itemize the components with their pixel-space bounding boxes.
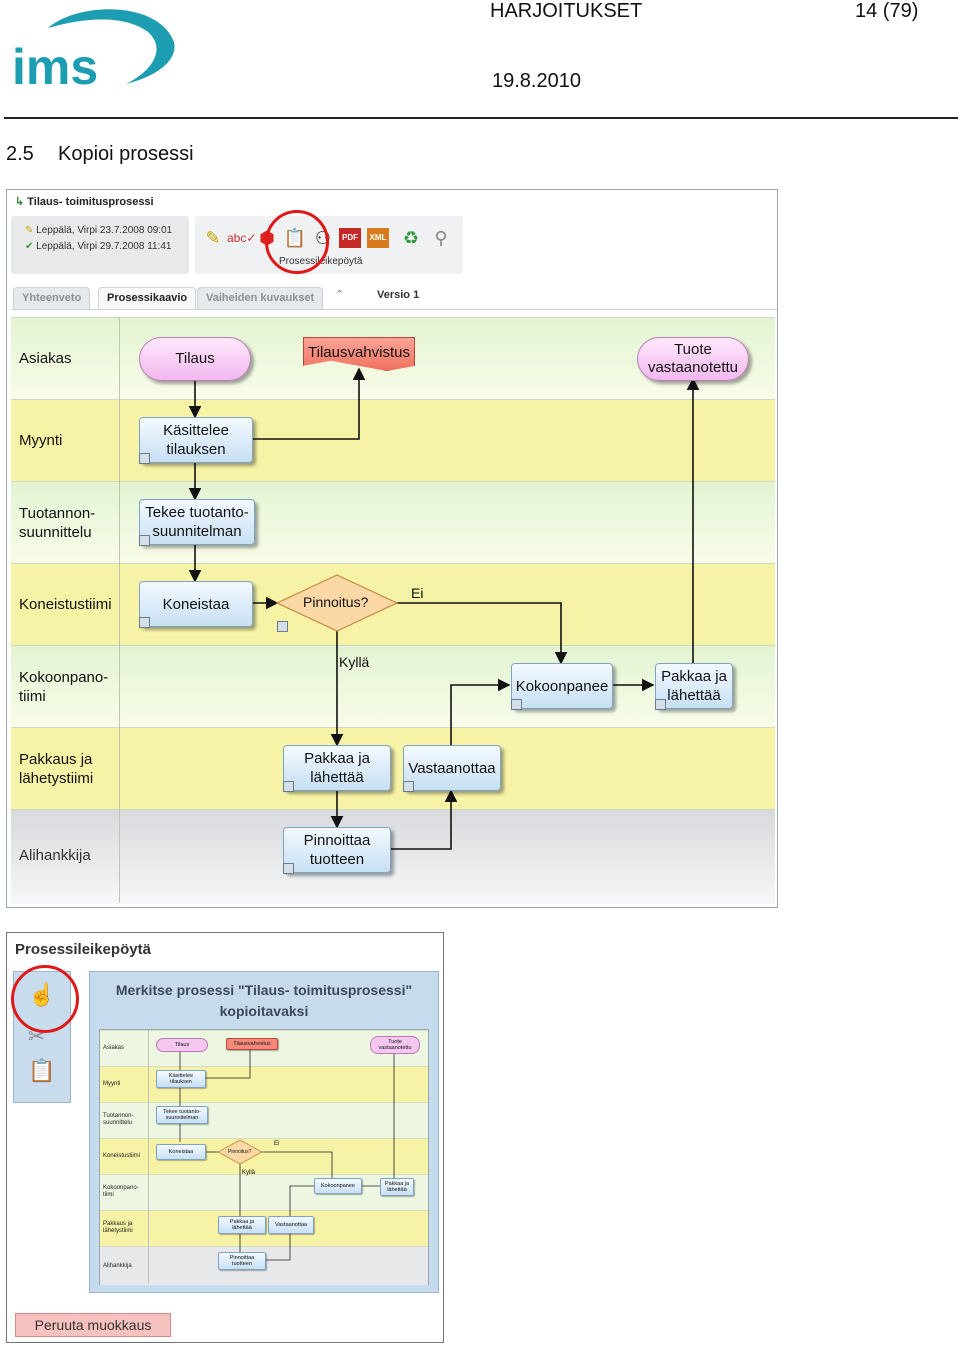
label-kylla: Kyllä	[339, 654, 370, 670]
version-info-box: ✎ Leppälä, Virpi 23.7.2008 09:01 ✔ Leppä…	[11, 216, 189, 274]
cancel-edit-button[interactable]: Peruuta muokkaus	[15, 1313, 171, 1337]
pdf-icon[interactable]: PDF	[339, 228, 361, 248]
label-ei: Ei	[411, 585, 424, 601]
node-pinnoittaa-tuotteen[interactable]: Pinnoittaa tuotteen	[283, 827, 391, 873]
mini-node: Tilaus	[156, 1038, 208, 1052]
mini-lane-label: Myynti	[103, 1081, 121, 1087]
mini-lane-label: Pakkaus ja lähetystiimi	[103, 1221, 133, 1234]
refresh-icon[interactable]: ♻	[402, 228, 420, 248]
process-name: ↳ Tilaus- toimitusprosessi	[15, 196, 154, 208]
pencil-icon: ✎	[25, 225, 37, 236]
node-kokoonpanee[interactable]: Kokoonpanee	[511, 663, 613, 709]
mini-node: Pinnoitus?	[228, 1149, 252, 1155]
version-entry[interactable]: ✎ Leppälä, Virpi 23.7.2008 09:01	[25, 225, 173, 236]
node-koneistaa[interactable]: Koneistaa	[139, 581, 253, 627]
clipboard-screenshot: Prosessileikepöytä ☝ ✂ 📋 Merkitse proses…	[6, 932, 444, 1343]
ims-logo: ims	[8, 4, 178, 97]
mini-node: Pinnoittaa tuotteen	[218, 1252, 266, 1270]
mini-lane-label: Asiakas	[103, 1045, 125, 1051]
mini-node: Tilausvahvistus	[226, 1038, 278, 1050]
lane-tuotannonsuunnittelu: Tuotannon- suunnittelu	[11, 481, 775, 564]
mini-node: Koneistaa	[156, 1144, 206, 1160]
highlight-circle	[265, 210, 329, 274]
copy-instruction: Merkitse prosessi "Tilaus- toimitusprose…	[115, 982, 413, 1019]
lane-label: Myynti	[19, 432, 63, 449]
process-thumbnail: Asiakas Myynti Tuotannon- suunnittelu Ko…	[99, 1029, 429, 1285]
lane-label: Kokoonpano- tiimi	[19, 669, 109, 705]
lane-label: Koneistustiimi	[19, 596, 112, 613]
node-pakkaa-lahettaa-kokoonpano[interactable]: Pakkaa ja lähettää	[655, 663, 733, 709]
node-kasittelee[interactable]: Käsittelee tilauksen	[139, 417, 253, 463]
subprocess-icon	[283, 781, 294, 792]
mini-node: Käsittelee tilauksen	[156, 1070, 206, 1088]
lane-label: Pakkaus ja lähetystiimi	[19, 751, 94, 787]
lane-pakkaus: Pakkaus ja lähetystiimi	[11, 727, 775, 810]
mini-lane-label: Kokoonpano- tiimi	[103, 1185, 139, 1198]
clipboard-title: Prosessileikepöytä	[15, 941, 151, 958]
section-title: Kopioi prosessi	[58, 143, 194, 165]
lane-divider	[119, 317, 120, 903]
section-number: 2.5	[6, 143, 34, 165]
lane-myynti: Myynti	[11, 399, 775, 482]
collapse-icon[interactable]: ⌃	[335, 289, 345, 301]
process-icon: ↳	[15, 196, 28, 208]
mini-lane: Tuotannon- suunnittelu	[100, 1102, 428, 1139]
swimlane-diagram: Asiakas Myynti Tuotannon- suunnittelu Ko…	[11, 317, 775, 904]
node-tuote-vastaanotettu[interactable]: Tuote vastaanotettu	[637, 337, 749, 381]
mini-node: Tekee tuotanto- suunnitelman	[156, 1106, 208, 1124]
subprocess-icon	[277, 621, 288, 632]
mini-node: Pakkaa ja lähettää	[380, 1178, 414, 1196]
subprocess-icon	[283, 863, 294, 874]
node-tilaus[interactable]: Tilaus	[139, 337, 251, 381]
tab-vaiheiden-kuvaukset[interactable]: Vaiheiden kuvaukset	[197, 287, 324, 309]
version-label: Versio 1	[377, 289, 420, 301]
xml-icon[interactable]: XML	[367, 228, 389, 248]
paste-icon[interactable]: 📋	[28, 1058, 56, 1083]
node-vastaanottaa[interactable]: Vastaanottaa	[403, 745, 501, 791]
lane-label: Tuotannon- suunnittelu	[19, 505, 96, 541]
mini-connectors	[179, 1047, 395, 1261]
mini-lane-label: Koneistustiimi	[103, 1153, 141, 1159]
subprocess-icon	[139, 617, 150, 628]
edit-icon[interactable]: ✎	[205, 228, 221, 248]
node-tekee-tuotantosuunnitelman[interactable]: Tekee tuotanto- suunnitelman	[139, 499, 255, 545]
lane-label: Asiakas	[19, 350, 72, 367]
subprocess-icon	[655, 699, 666, 710]
check-icon: ✔	[25, 241, 37, 252]
mini-label: Ei	[274, 1141, 280, 1147]
spellcheck-icon[interactable]: abc✓	[227, 231, 257, 245]
tab-bar: Yhteenveto Prosessikaavio Vaiheiden kuva…	[11, 287, 777, 310]
subprocess-icon	[139, 535, 150, 546]
subprocess-icon	[511, 699, 522, 710]
mini-node: Kokoonpanee	[314, 1178, 362, 1194]
tab-yhteenveto[interactable]: Yhteenveto	[13, 287, 91, 309]
mini-lane: Myynti	[100, 1066, 428, 1103]
mini-lane-label: Alihankkija	[103, 1263, 132, 1269]
lane-alihankkija: Alihankkija	[11, 809, 775, 904]
subprocess-icon	[403, 781, 414, 792]
document-date: 19.8.2010	[492, 70, 581, 92]
lane-label: Alihankkija	[19, 847, 91, 864]
user-key-icon[interactable]: ⚲	[434, 228, 448, 248]
page-number: 14 (79)	[855, 0, 919, 22]
mini-lane-divider	[148, 1030, 149, 1284]
tab-prosessikaavio[interactable]: Prosessikaavio	[98, 287, 197, 309]
subprocess-icon	[139, 453, 150, 464]
mini-lane-label: Tuotannon- suunnittelu	[103, 1113, 134, 1126]
mini-node: Tuote vastaanotettu	[370, 1036, 420, 1054]
mini-label: Kyllä	[242, 1170, 256, 1176]
mini-lane: Koneistustiimi	[100, 1138, 428, 1175]
header-divider	[4, 117, 958, 119]
node-pakkaa-lahettaa[interactable]: Pakkaa ja lähettää	[283, 745, 391, 791]
mini-node: Pakkaa ja lähettää	[218, 1216, 266, 1234]
version-entry[interactable]: ✔ Leppälä, Virpi 29.7.2008 11:41	[25, 241, 172, 252]
svg-text:ims: ims	[12, 39, 98, 92]
mini-lane: Kokoonpano- tiimi	[100, 1174, 428, 1211]
mini-node: Vastaanottaa	[268, 1216, 314, 1234]
flow-connectors	[188, 367, 700, 850]
highlight-circle	[11, 965, 79, 1033]
document-title: HARJOITUKSET	[490, 0, 643, 22]
process-diagram-screenshot: ↳ Tilaus- toimitusprosessi ✎ Leppälä, Vi…	[6, 189, 778, 908]
node-pinnoitus[interactable]: Pinnoitus?	[303, 594, 369, 610]
